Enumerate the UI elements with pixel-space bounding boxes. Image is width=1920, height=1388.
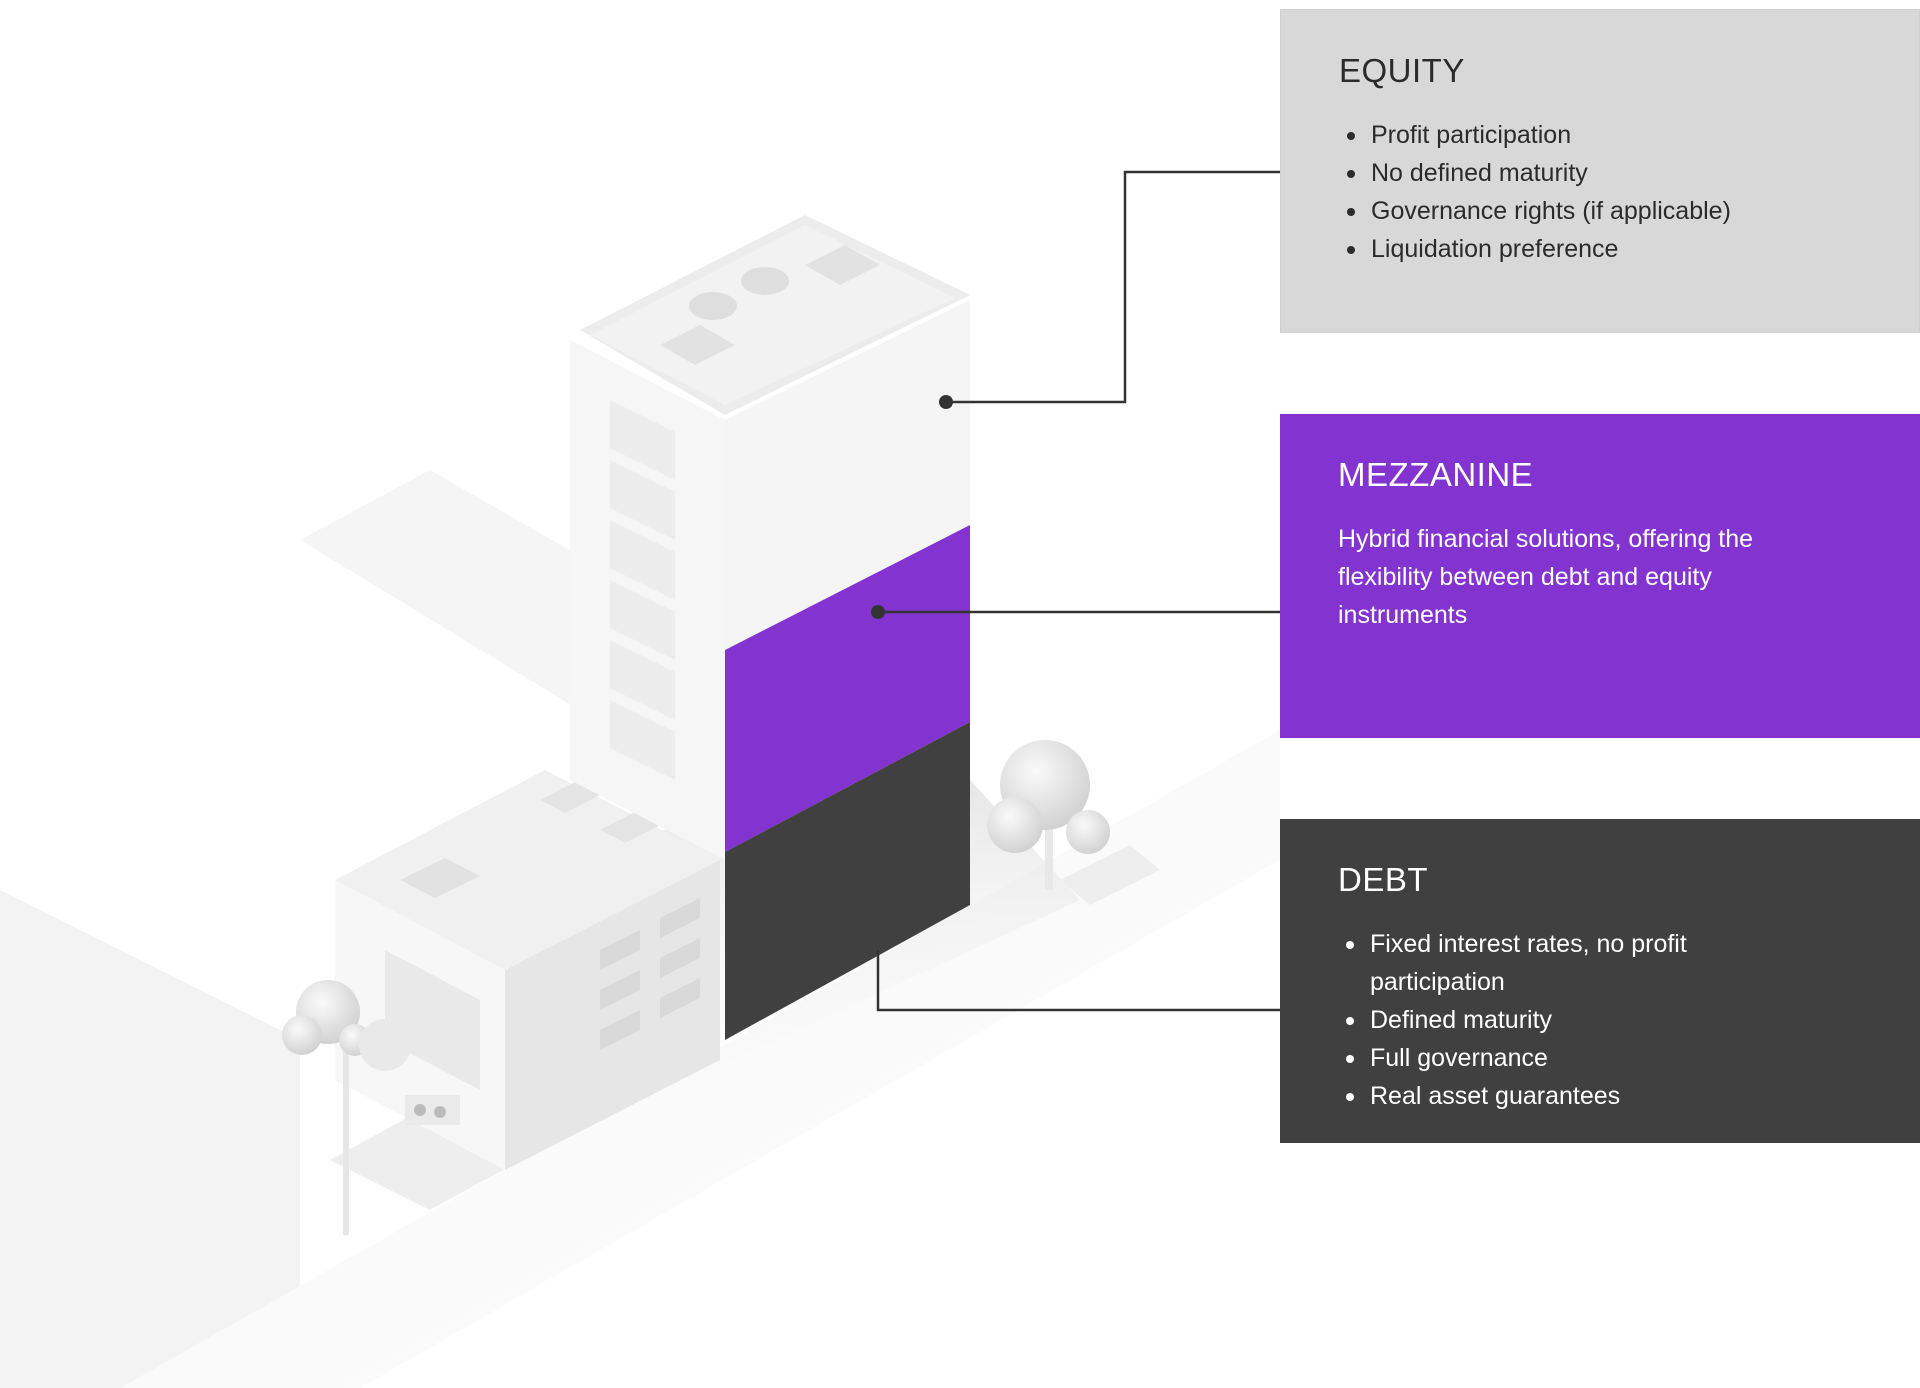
debt-bullet: Real asset guarantees	[1338, 1077, 1750, 1115]
equity-bullet: Profit participation	[1339, 116, 1861, 154]
equity-bullet: Governance rights (if applicable)	[1339, 192, 1861, 230]
debt-title: DEBT	[1338, 861, 1429, 898]
debt-bullet: Full governance	[1338, 1039, 1750, 1077]
debt-connector	[876, 950, 1282, 1012]
low-building	[335, 770, 720, 1170]
mezzanine-card: MEZZANINE Hybrid financial solutions, of…	[1280, 414, 1920, 738]
equity-card: EQUITY Profit participation No defined m…	[1280, 9, 1920, 333]
mezzanine-title: MEZZANINE	[1338, 456, 1534, 493]
equity-title: EQUITY	[1339, 52, 1465, 89]
debt-card: DEBT Fixed interest rates, no profit par…	[1280, 819, 1920, 1143]
mezzanine-connector-dot-start	[871, 605, 885, 619]
equity-connector	[946, 170, 1302, 404]
mezzanine-description: Hybrid financial solutions, offering the…	[1338, 525, 1754, 629]
equity-connector-dot-start	[939, 395, 953, 409]
equity-bullets: Profit participation No defined maturity…	[1339, 116, 1861, 268]
debt-bullet: Fixed interest rates, no profit particip…	[1338, 925, 1750, 1001]
equity-bullet: No defined maturity	[1339, 154, 1861, 192]
debt-bullets: Fixed interest rates, no profit particip…	[1338, 925, 1862, 1115]
debt-bullet: Defined maturity	[1338, 1001, 1750, 1039]
trees	[282, 740, 1160, 1235]
tower	[570, 215, 970, 1040]
equity-bullet: Liquidation preference	[1339, 230, 1861, 268]
